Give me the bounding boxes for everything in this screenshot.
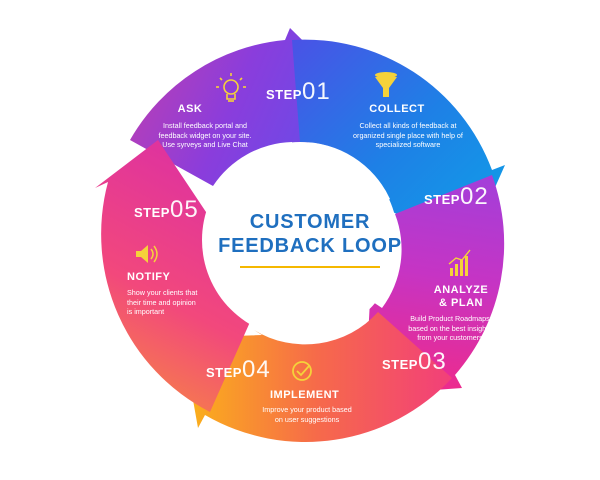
step-03-number: 03 — [417, 348, 447, 375]
step-04-number: 04 — [241, 356, 271, 383]
step-01-description: Install feedback portal and feedback wid… — [158, 121, 252, 149]
step-04-label: STEP04 — [206, 356, 271, 384]
step-03-label: STEP03 — [382, 348, 447, 376]
step-02-label: STEP02 — [424, 183, 489, 211]
funnel-icon — [375, 72, 397, 97]
check-circle-icon — [292, 361, 312, 381]
step-02-word: STEP — [424, 192, 460, 207]
step-03-description: Build Product Roadmaps based on the best… — [408, 314, 492, 342]
segment-notify — [95, 140, 250, 412]
step-01-word: STEP — [266, 87, 302, 102]
step-05-label: STEP05 — [134, 196, 199, 224]
segment-implement — [182, 312, 452, 443]
step-03-word: STEP — [382, 357, 418, 372]
step-01-number: 01 — [301, 78, 331, 105]
step-05-word: STEP — [134, 205, 170, 220]
step-05-number: 05 — [169, 196, 199, 223]
step-02-title: COLLECT — [369, 103, 425, 115]
center-underline — [240, 266, 380, 268]
step-03-title: ANALYZE & PLAN — [433, 284, 489, 309]
step-05-title: NOTIFY — [127, 271, 171, 283]
step-01-title: ASK — [177, 103, 203, 115]
step-02-description: Collect all kinds of feedback at organiz… — [353, 121, 463, 149]
step-04-word: STEP — [206, 365, 242, 380]
step-04-description: Improve your product based on user sugge… — [262, 405, 352, 424]
step-05-description: Show your clients that their time and op… — [127, 288, 198, 316]
center-title-line2: FEEDBACK LOOP — [218, 235, 402, 257]
bar-chart-icon — [448, 249, 471, 276]
speaker-icon — [136, 245, 158, 263]
step-02-number: 02 — [459, 183, 489, 210]
center-disc — [202, 142, 398, 338]
lightbulb-icon — [216, 73, 246, 102]
step-04-title: IMPLEMENT — [270, 389, 340, 401]
step-01-label: STEP01 — [266, 78, 331, 106]
center-title-line1: CUSTOMER — [249, 211, 371, 233]
